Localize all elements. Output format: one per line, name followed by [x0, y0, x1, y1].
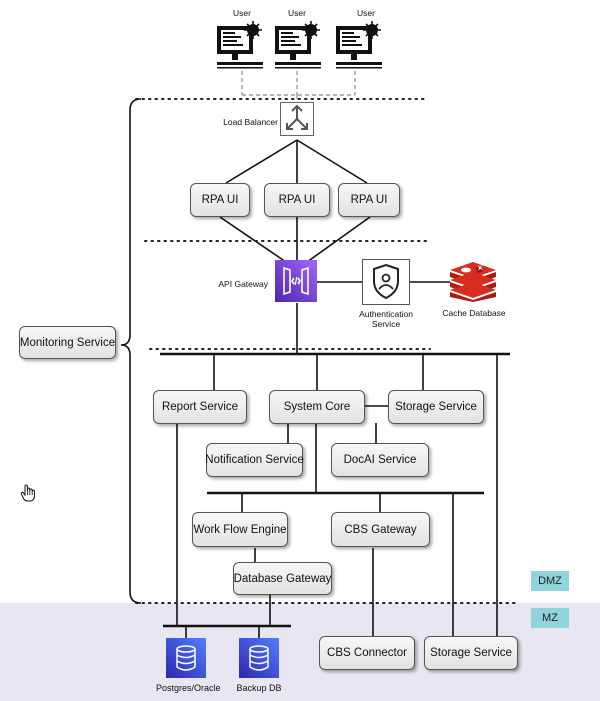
dmz-zone-tag: DMZ — [531, 571, 569, 591]
shield-user-icon — [362, 259, 410, 310]
monitoring-service-box[interactable]: Monitoring Service — [19, 326, 116, 359]
rpa-ui-box-3[interactable]: RPA UI — [338, 183, 400, 217]
computer-bug-icon — [215, 20, 265, 77]
database-gateway-box[interactable]: Database Gateway — [233, 562, 332, 595]
storage-service-box[interactable]: Storage Service — [388, 390, 484, 424]
storage-service-2-box[interactable]: Storage Service — [424, 636, 518, 670]
computer-bug-icon — [334, 20, 384, 77]
mz-zone-tag: MZ — [531, 608, 569, 628]
user-label-2: User — [288, 8, 306, 18]
redis-icon — [448, 262, 498, 307]
auth-service-label-line1: Authentication — [359, 309, 413, 319]
user-label-3: User — [357, 8, 375, 18]
rpa-ui-box-1[interactable]: RPA UI — [190, 183, 250, 217]
hand-cursor-icon — [20, 484, 36, 507]
cbs-connector-box[interactable]: CBS Connector — [319, 636, 415, 670]
notification-service-box[interactable]: Notification Service — [205, 443, 304, 477]
load-balancer-icon — [280, 102, 314, 141]
computer-bug-icon — [273, 20, 323, 77]
api-gateway-icon — [275, 260, 317, 307]
cache-database-label: Cache Database — [442, 308, 506, 318]
cbs-gateway-box[interactable]: CBS Gateway — [331, 512, 430, 547]
backup-db-label: Backup DB — [236, 683, 282, 693]
rpa-ui-box-2[interactable]: RPA UI — [264, 183, 330, 217]
load-balancer-label: Load Balancer — [223, 117, 278, 127]
docai-service-box[interactable]: DocAI Service — [331, 443, 429, 477]
system-core-box[interactable]: System Core — [269, 390, 365, 424]
postgres-oracle-label: Postgres/Oracle — [156, 683, 221, 693]
workflow-engine-box[interactable]: Work Flow Engine — [192, 512, 288, 547]
auth-service-label-line2: Service — [371, 319, 401, 329]
database-icon — [166, 638, 206, 683]
api-gateway-label: API Gateway — [218, 279, 268, 289]
report-service-box[interactable]: Report Service — [153, 390, 247, 424]
database-icon — [239, 638, 279, 683]
user-label-1: User — [233, 8, 251, 18]
